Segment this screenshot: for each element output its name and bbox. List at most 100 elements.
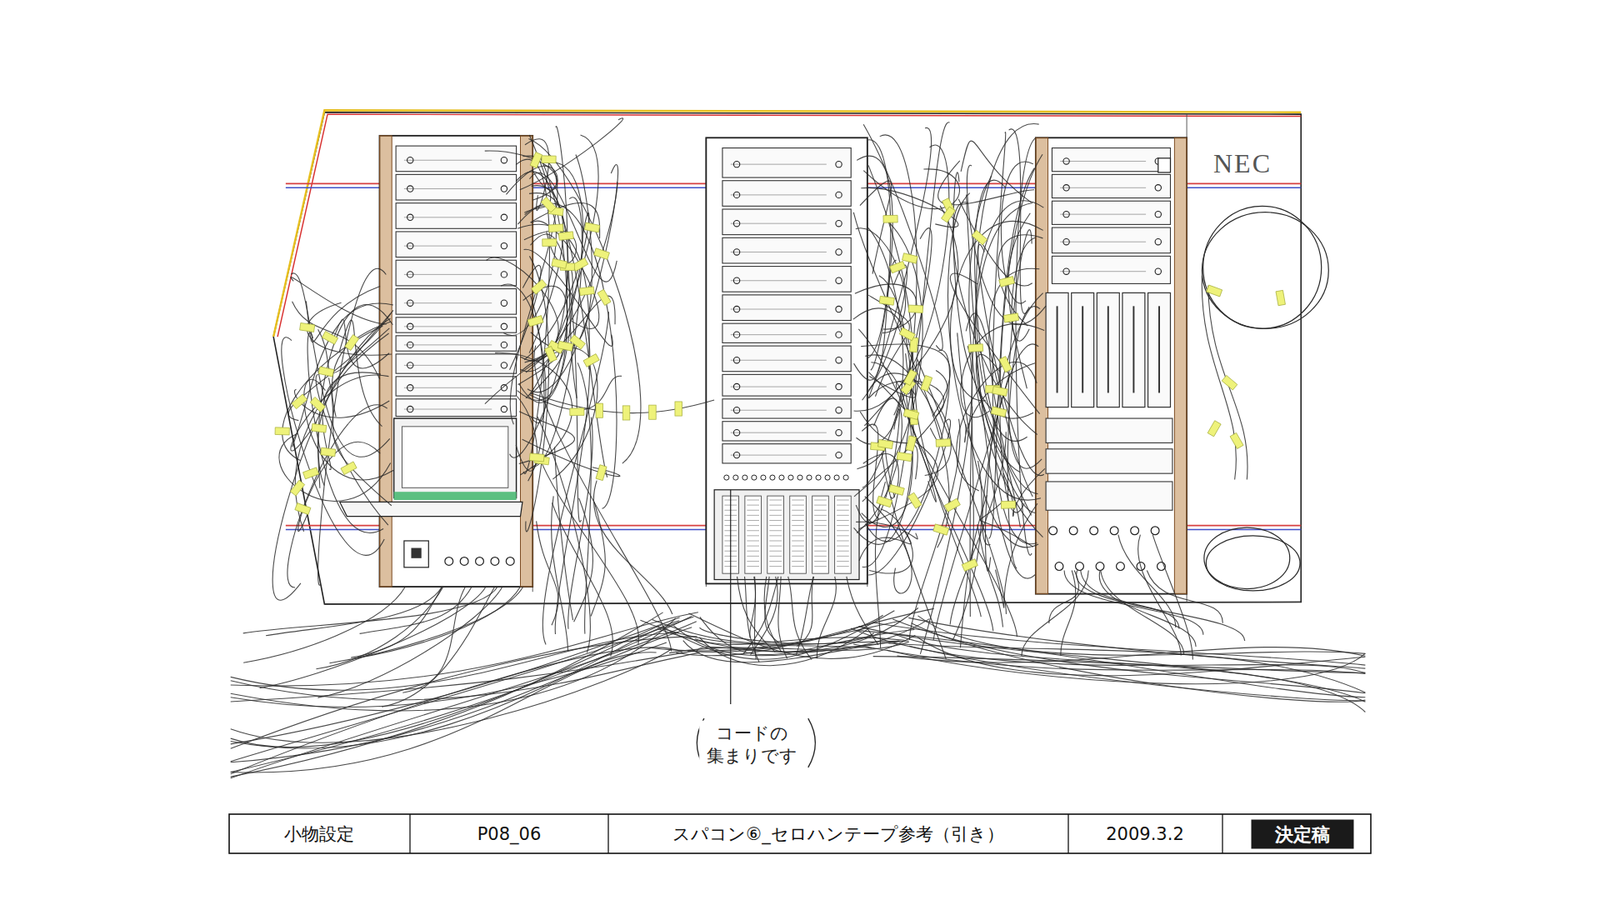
grille-vent (769, 530, 782, 531)
cable (868, 127, 931, 398)
table-divider (409, 814, 410, 854)
cable (334, 319, 390, 369)
cable (295, 310, 394, 532)
cable (360, 586, 473, 634)
cable (577, 362, 591, 634)
unit-port (1063, 158, 1070, 165)
unit-detail (404, 188, 492, 190)
rack-frame (380, 135, 534, 587)
cable (953, 202, 1038, 435)
cable (290, 273, 390, 457)
socket (815, 475, 821, 480)
cable (888, 643, 1365, 693)
cable (230, 615, 692, 772)
cable (975, 180, 1039, 494)
unit-port (835, 305, 842, 312)
socket (1055, 562, 1064, 571)
cable (873, 656, 1366, 674)
grille-vent (746, 545, 760, 547)
cable (525, 255, 550, 532)
unit-port (407, 341, 414, 348)
cable (765, 576, 780, 643)
unit-port (1155, 268, 1161, 275)
unit-port (407, 271, 414, 278)
rack-unit (722, 148, 851, 179)
unit-port (835, 407, 842, 414)
cable (905, 388, 994, 631)
grille-vent (791, 520, 805, 521)
cable (353, 586, 521, 659)
drive-bay (1148, 292, 1171, 407)
socket (770, 475, 775, 480)
rack-frame (1035, 137, 1187, 594)
unit-detail (404, 344, 492, 345)
cable (948, 193, 1041, 500)
unit-port (835, 451, 842, 458)
unit-detail (404, 409, 492, 410)
cable (917, 359, 1007, 615)
cable (909, 645, 1365, 701)
rack-unit (722, 323, 851, 343)
cable (538, 455, 639, 645)
cable (1099, 570, 1196, 647)
cellophane-tape (905, 435, 916, 452)
cable (305, 285, 380, 342)
grille-vent (836, 550, 850, 552)
grille-vent (791, 500, 805, 501)
socket (445, 557, 454, 566)
cable (230, 618, 676, 711)
grille-vent (746, 555, 760, 557)
socket (724, 475, 730, 480)
cable (856, 155, 893, 370)
cable (290, 375, 390, 451)
rack-unit (722, 266, 851, 293)
unit-port (500, 271, 507, 278)
cellophane-tape (300, 322, 315, 332)
unit-port (1063, 210, 1070, 217)
cable (860, 180, 892, 275)
power-switch-knob (410, 548, 421, 559)
cellophane-tape (904, 369, 918, 385)
cellophane-tape (890, 260, 906, 273)
drive-bay (1122, 292, 1145, 407)
cellophane-tape (321, 330, 338, 345)
grille-vent (769, 565, 782, 567)
grille-vent (746, 550, 760, 552)
socket (1069, 526, 1078, 535)
cable (696, 607, 919, 652)
cable (317, 333, 389, 489)
cellophane-tape (879, 295, 895, 305)
cellophane-tape (1275, 290, 1285, 305)
server-rack (340, 135, 533, 587)
cable (529, 375, 622, 410)
cable (555, 446, 574, 620)
cable (230, 627, 692, 763)
cable-coil (1205, 535, 1300, 591)
cellophane-tape (1003, 313, 1019, 323)
cable (524, 213, 589, 360)
unit-detail (404, 245, 492, 247)
cable (230, 617, 680, 745)
cable (243, 586, 498, 634)
cable (1100, 570, 1185, 655)
grille-vent (836, 505, 850, 506)
grille-vent (836, 515, 850, 516)
unit-port (500, 323, 507, 330)
cellophane-tape (318, 366, 335, 377)
cable (1021, 570, 1089, 655)
unit-port (407, 214, 414, 220)
rack-unit (722, 345, 851, 372)
unit-detail (730, 164, 827, 165)
cable-coil (1204, 527, 1290, 589)
cable (485, 352, 560, 405)
cable (230, 647, 683, 775)
unit-detail (1060, 241, 1146, 243)
unit-port (407, 157, 414, 164)
cable (230, 636, 698, 749)
grille-vent (814, 535, 827, 536)
cellophane-tape (902, 253, 919, 264)
grille-vent (814, 525, 827, 526)
cable (1208, 285, 1248, 480)
grille-vent (814, 520, 827, 521)
cable (938, 160, 1035, 205)
